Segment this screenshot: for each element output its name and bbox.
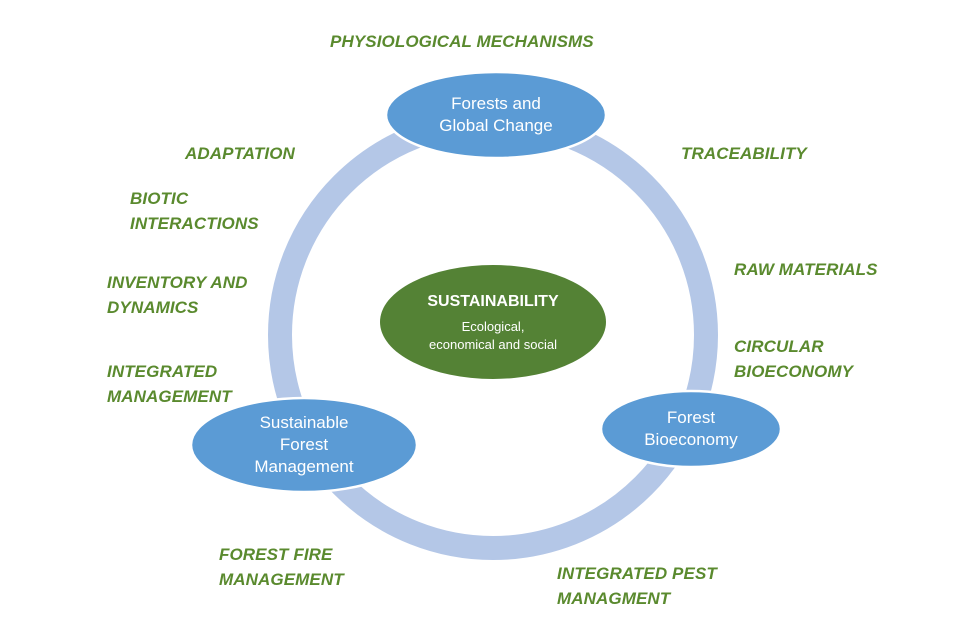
node-label-line: Global Change [439, 116, 553, 135]
topic-integrated-pest-management: INTEGRATED PEST MANAGMENT [557, 561, 717, 611]
topic-line: INVENTORY AND [107, 273, 248, 292]
topic-raw-materials: RAW MATERIALS [734, 257, 878, 282]
topic-line: MANAGEMENT [219, 570, 344, 589]
node-label-line: Forest [279, 435, 329, 454]
topic-line: CIRCULAR [734, 337, 824, 356]
sustainability-node: SUSTAINABILITY Ecological, economical an… [380, 265, 606, 379]
topic-line: RAW MATERIALS [734, 260, 878, 279]
forests-global-change-ellipse [384, 70, 608, 160]
topic-physiological-mechanisms: PHYSIOLOGICAL MECHANISMS [330, 29, 594, 54]
sustainability-subtitle-line: Ecological, [461, 319, 525, 334]
node-label-line: Sustainable [259, 413, 349, 432]
sustainable-forest-management-node: Sustainable Forest Management [191, 398, 417, 492]
topic-inventory-dynamics: INVENTORY AND DYNAMICS [107, 270, 247, 320]
sustainability-title: SUSTAINABILITY [427, 293, 559, 310]
topic-forest-fire-management: FOREST FIRE MANAGEMENT [219, 542, 344, 592]
topic-line: MANAGMENT [557, 589, 671, 608]
topic-line: INTEGRATED [107, 362, 218, 381]
topic-adaptation: ADAPTATION [185, 141, 295, 166]
node-label-line: Forests and [451, 94, 541, 113]
sustainable-forest-management-ellipse [189, 396, 419, 494]
forest-bioeconomy-node: Forest Bioeconomy [601, 391, 781, 467]
topic-circular-bioeconomy: CIRCULAR BIOECONOMY [734, 334, 853, 384]
topic-line: INTEGRATED PEST [557, 564, 717, 583]
topic-line: PHYSIOLOGICAL MECHANISMS [330, 32, 594, 51]
topic-biotic-interactions: BIOTIC INTERACTIONS [130, 186, 259, 236]
topic-line: BIOECONOMY [734, 362, 854, 381]
sustainability-subtitle-line: economical and social [429, 337, 557, 352]
node-label-line: Management [254, 457, 354, 476]
forest-bioeconomy-ellipse [599, 389, 783, 469]
node-label-line: Bioeconomy [644, 430, 738, 449]
topic-line: BIOTIC [130, 189, 189, 208]
topic-integrated-management: INTEGRATED MANAGEMENT [107, 359, 232, 409]
sustainability-ellipse [380, 265, 606, 379]
topic-line: INTERACTIONS [130, 214, 259, 233]
topic-line: MANAGEMENT [107, 387, 232, 406]
node-label-line: Forest [666, 408, 716, 427]
topic-line: ADAPTATION [185, 144, 295, 163]
topic-line: DYNAMICS [107, 298, 199, 317]
topic-line: TRACEABILITY [681, 144, 807, 163]
topic-line: FOREST FIRE [219, 545, 333, 564]
forests-global-change-node: Forests and Global Change [386, 72, 606, 158]
topic-traceability: TRACEABILITY [681, 141, 807, 166]
